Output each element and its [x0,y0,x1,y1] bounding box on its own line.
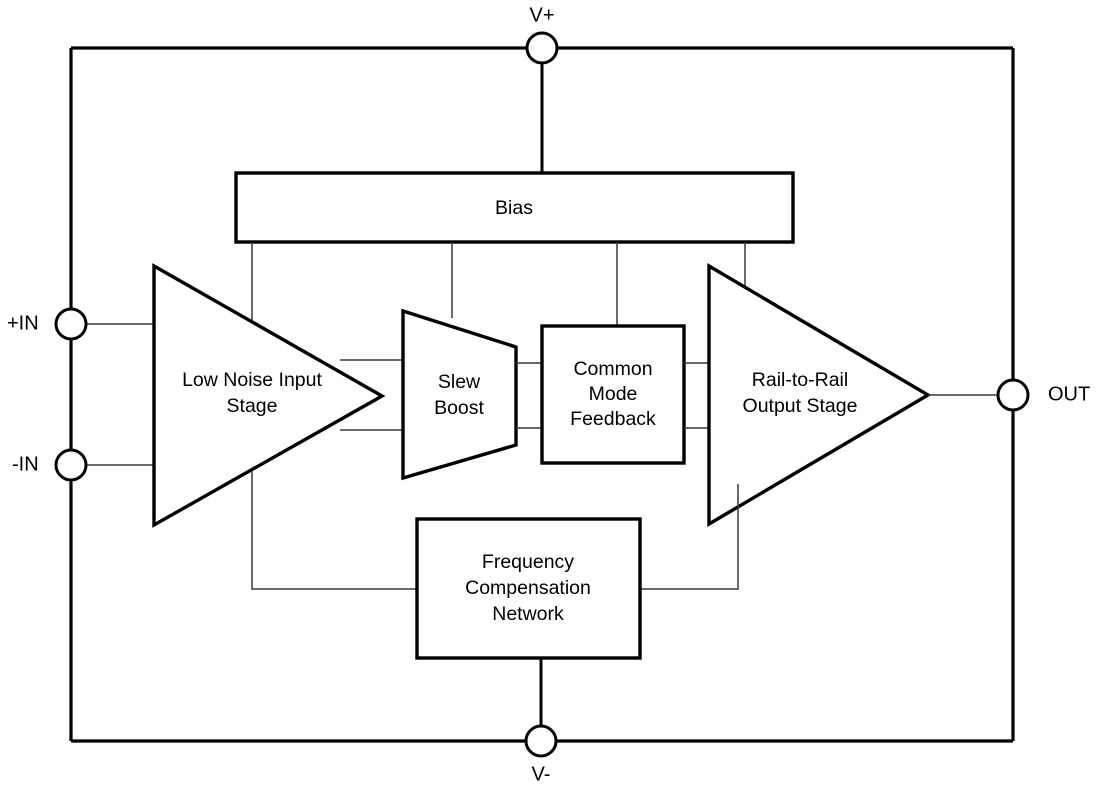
bias-block-outline [234,171,795,244]
slew-boost-label-line1: Slew [438,371,481,393]
vplus-port-label: V+ [529,4,554,26]
common-mode-feedback-outline [540,324,686,465]
bias-block-label: Bias [495,197,533,219]
cmf-to-output-wires [684,362,709,429]
package-frame [69,46,1015,743]
plus-in-port-label: +IN [7,312,39,334]
fcn-feedback-wires [640,484,739,590]
slew-boost-outline [401,308,518,481]
fcn-to-output-stage-feedback-wire [640,484,739,590]
minus-in-port-label: -IN [12,453,39,475]
vminus-terminal-node[interactable] [524,724,558,758]
port-labels: V+ V- +IN -IN OUT [7,4,1090,785]
slew-boost-label-line2: Boost [434,397,484,419]
common-mode-feedback-label-line2: Mode [589,383,638,405]
common-mode-feedback-label-line3: Feedback [570,408,656,430]
rail-to-rail-output-stage-block[interactable]: Rail-to-Rail Output Stage [707,263,932,527]
terminal-nodes [54,31,1030,758]
out-terminal-node[interactable] [996,378,1030,412]
common-mode-feedback-label-line1: Common [573,358,652,380]
frequency-compensation-network-label-line2: Compensation [465,577,591,599]
frequency-compensation-network-label-line3: Network [492,603,564,625]
frequency-compensation-network-label-line1: Frequency [482,551,574,573]
low-noise-input-stage-label-line2: Stage [227,395,278,417]
bias-block[interactable]: Bias [234,171,795,244]
minus-in-terminal-node[interactable] [54,448,88,482]
out-port-label: OUT [1048,383,1090,405]
input-to-slew-wires [340,359,403,431]
low-noise-input-stage-label-line1: Low Noise Input [182,369,322,391]
slew-boost-block[interactable]: Slew Boost [401,308,518,481]
plus-in-terminal-node[interactable] [54,307,88,341]
rail-to-rail-output-stage-outline [707,263,932,527]
slew-to-cmf-wires [516,362,542,429]
low-noise-input-stage-block[interactable]: Low Noise Input Stage [152,263,386,528]
frequency-compensation-network-outline [415,517,642,660]
common-mode-feedback-block[interactable]: Common Mode Feedback [540,324,686,465]
supply-stubs [539,63,544,726]
input-wires [86,323,154,466]
vplus-terminal-node[interactable] [525,31,559,65]
frequency-compensation-network-block[interactable]: Frequency Compensation Network [415,517,642,660]
rail-to-rail-output-stage-label-line2: Output Stage [743,395,858,417]
low-noise-input-stage-outline [152,263,386,528]
vminus-port-label: V- [532,763,551,785]
rail-to-rail-output-stage-label-line1: Rail-to-Rail [752,369,848,391]
